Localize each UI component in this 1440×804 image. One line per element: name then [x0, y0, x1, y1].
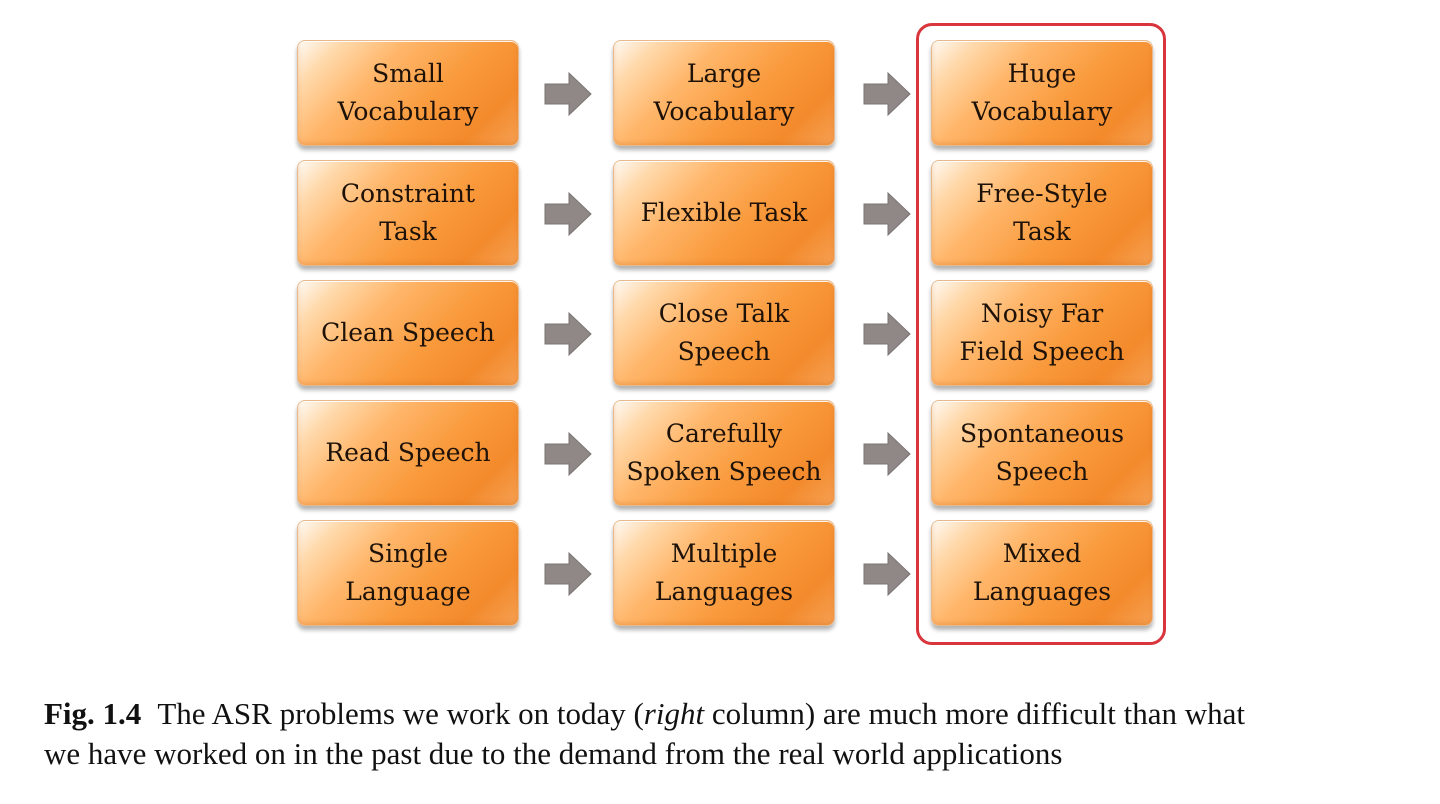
- problem-box-label: Clean Speech: [321, 318, 495, 347]
- caption-text-after: column) are much more difficult than wha…: [44, 696, 1245, 771]
- problem-box: Flexible Task: [613, 160, 835, 266]
- caption-text-before: The ASR problems we work on today (: [157, 696, 644, 731]
- problem-box: Read Speech: [297, 400, 519, 506]
- right-arrow-icon: [544, 551, 592, 597]
- right-arrow-icon: [863, 311, 911, 357]
- right-arrow-icon: [544, 311, 592, 357]
- caption-number: Fig. 1.4: [44, 696, 142, 731]
- right-arrow-icon: [863, 431, 911, 477]
- right-arrow-icon: [863, 71, 911, 117]
- figure-caption: Fig. 1.4 The ASR problems we work on toda…: [44, 694, 1424, 774]
- right-arrow-icon: [544, 191, 592, 237]
- problem-box-label: Read Speech: [325, 438, 491, 467]
- right-arrow-icon: [863, 191, 911, 237]
- right-arrow-icon: [544, 431, 592, 477]
- right-arrow-icon: [544, 71, 592, 117]
- right-column-highlight: [916, 23, 1166, 645]
- caption-emphasis: right: [643, 696, 705, 731]
- problem-box: Clean Speech: [297, 280, 519, 386]
- right-arrow-icon: [863, 551, 911, 597]
- problem-box-label: Flexible Task: [640, 198, 808, 227]
